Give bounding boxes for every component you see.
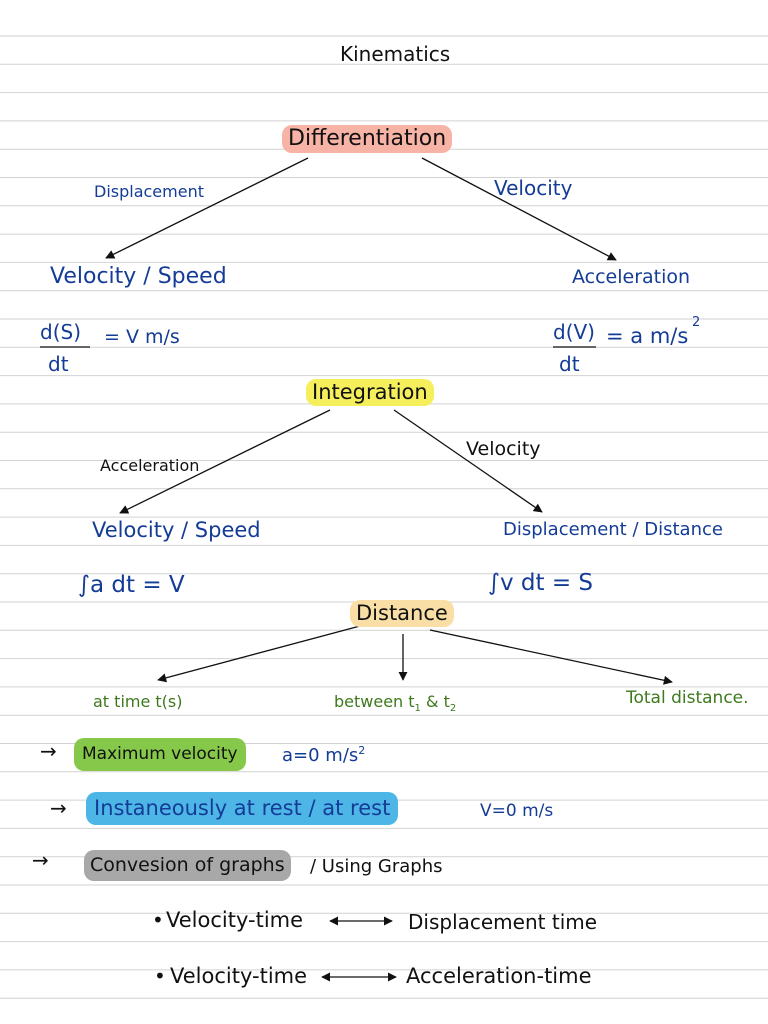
diff-left-formula-denominator: dt (48, 352, 69, 376)
note-using-graphs: / Using Graphs (310, 856, 443, 877)
distance-heading: Distance (350, 600, 454, 627)
diff-left-formula-rhs: = V m/s (104, 326, 180, 348)
int-left-formula: ∫a dt = V (78, 572, 185, 598)
diff-right-arrow (421, 157, 617, 261)
distance-item-at-time: at time t(s) (93, 692, 183, 711)
diff-right-formula-rhs: = a m/s (606, 324, 689, 348)
int-right-formula: ∫v dt = S (488, 570, 594, 596)
max-velocity-condition-exp: 2 (358, 744, 366, 757)
max-velocity-condition-text: a=0 m/s (282, 745, 359, 766)
int-right-result: Displacement / Distance (503, 519, 723, 540)
diff-right-formula-denominator: dt (559, 352, 580, 376)
diff-right-formula-numerator: d(V) (553, 320, 595, 344)
note-instaneously-at-rest: Instaneously at rest / at rest (86, 792, 399, 825)
pair2-right: Acceleration-time (406, 964, 592, 988)
int-right-arrow (393, 409, 543, 513)
distance-item-between: between t1 & t2 (334, 694, 456, 714)
int-left-branch-label: Acceleration (100, 456, 200, 475)
note-maximum-velocity: Maximum velocity (74, 738, 246, 771)
pair1-right: Displacement time (408, 910, 598, 934)
int-left-result: Velocity / Speed (92, 518, 261, 542)
diff-right-formula-exponent: 2 (692, 315, 701, 330)
between-text: between t (334, 692, 415, 711)
between-sub-2: 2 (449, 703, 457, 715)
diff-left-branch-label: Displacement (94, 182, 204, 201)
dist-left-arrow (157, 625, 361, 683)
note-arrow-3: → (32, 848, 49, 872)
pair1-left: Velocity-time (166, 908, 304, 932)
between-sub-1: 1 (414, 703, 421, 715)
note-arrow-1: → (40, 739, 57, 763)
diff-left-arrow (105, 157, 309, 259)
diff-right-result: Acceleration (572, 266, 691, 288)
integration-heading: Integration (306, 379, 434, 406)
pair2-left: Velocity-time (170, 964, 308, 988)
note-conversion-of-graphs: Convesion of graphs (84, 850, 291, 881)
diff-left-formula-numerator: d(S) (40, 320, 81, 344)
diff-right-branch-label: Velocity (494, 176, 573, 200)
note-at-rest-condition: V=0 m/s (480, 801, 554, 821)
int-right-branch-label: Velocity (466, 438, 541, 460)
between-mid: & t (420, 692, 450, 711)
int-left-arrow (119, 409, 331, 514)
note-max-velocity-condition: a=0 m/s2 (282, 745, 365, 765)
differentiation-heading: Differentiation (282, 125, 453, 153)
note-arrow-2: → (50, 796, 67, 820)
diff-left-result: Velocity / Speed (50, 264, 227, 289)
dist-right-arrow (429, 629, 673, 685)
distance-item-total: Total distance. (626, 688, 749, 708)
page-title: Kinematics (340, 42, 451, 66)
pair1-bullet: • (152, 908, 164, 932)
pair2-bullet: • (154, 964, 166, 988)
